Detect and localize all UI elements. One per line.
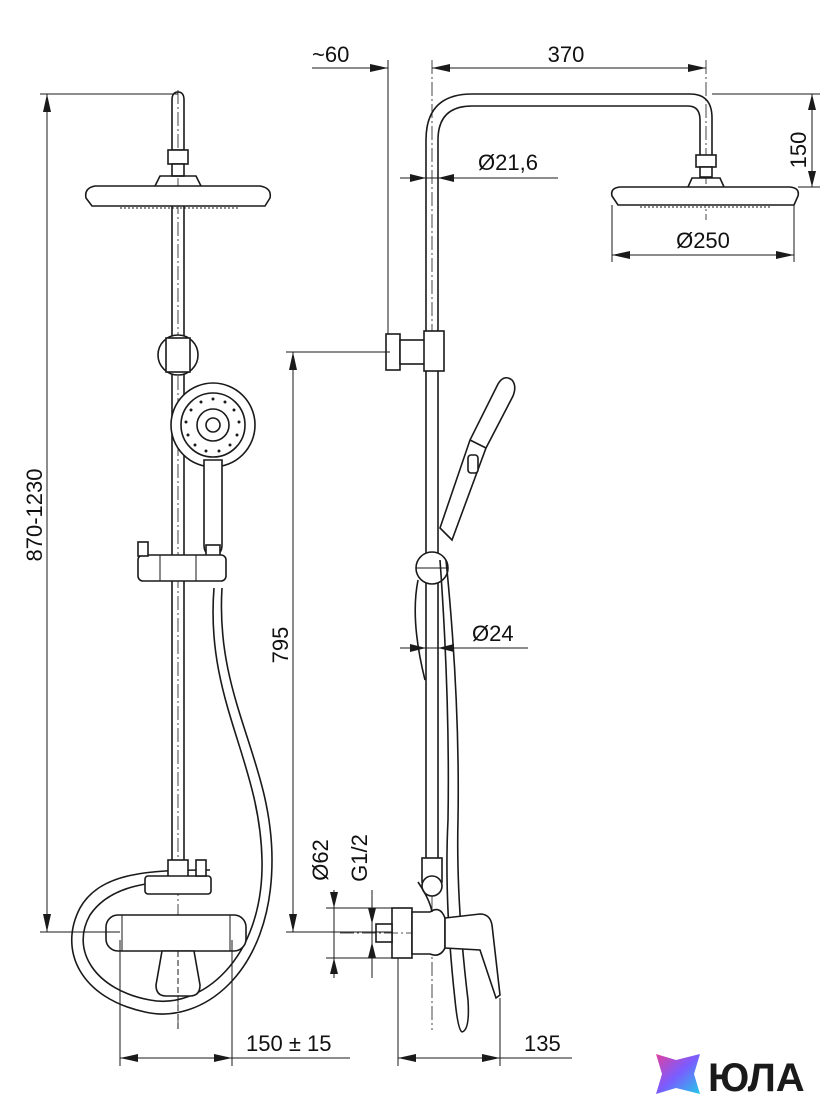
- thread-label: G1/2: [347, 834, 372, 882]
- brand-logo: ЮЛА: [656, 1054, 805, 1100]
- side-rail: [425, 334, 439, 861]
- arm-drop-label: 150: [786, 132, 811, 169]
- rail-diameter-label: Ø24: [472, 621, 514, 646]
- mixer-depth-label: 135: [524, 1031, 561, 1056]
- overall-height-label: 870-1230: [22, 469, 47, 562]
- front-shower-head: [84, 185, 272, 207]
- offset-label: ~60: [312, 42, 349, 67]
- side-shower-head: [610, 186, 800, 206]
- brand-logo-icon: [656, 1054, 700, 1094]
- dimension-labels: 870-1230 795 ~60 370 150 Ø21,6 Ø250 Ø24 …: [22, 42, 811, 1056]
- arm-length-label: 370: [548, 42, 585, 67]
- mixer-spacing-label: 150 ± 15: [246, 1031, 331, 1056]
- front-hand-shower: [170, 382, 256, 468]
- brand-name: ЮЛА: [708, 1056, 805, 1100]
- front-mixer-body: [105, 914, 247, 952]
- front-slider: [137, 554, 227, 582]
- side-mixer-body: [411, 908, 446, 956]
- bracket-height-label: 795: [268, 627, 293, 664]
- dimension-lines: [40, 60, 820, 1066]
- front-hand-shower-nozzles: [184, 397, 241, 453]
- front-view: [70, 90, 273, 1030]
- side-riser-arm: [425, 93, 713, 335]
- pipe-diameter-label: Ø21,6: [478, 150, 538, 175]
- head-diameter-label: Ø250: [676, 228, 730, 253]
- side-view: [340, 60, 800, 1033]
- flange-diameter-label: Ø62: [308, 839, 333, 881]
